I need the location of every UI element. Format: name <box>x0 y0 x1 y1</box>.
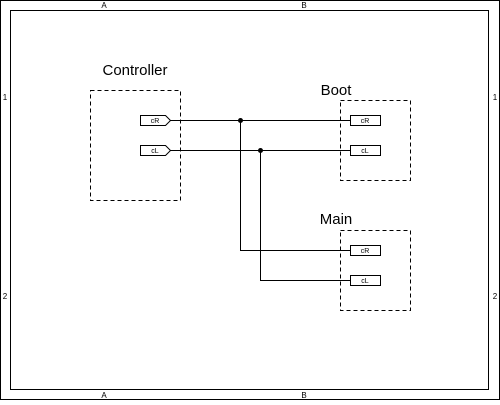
port-label: cL <box>151 148 159 155</box>
controller-port-cr[interactable]: cR <box>140 115 172 126</box>
port-output-arrow-icon <box>140 145 172 156</box>
junction-dot-icon <box>238 118 243 123</box>
frame-col-label-bottom-b: B <box>301 391 306 400</box>
controller-boundary <box>90 90 181 201</box>
wire-segment <box>240 120 351 251</box>
boot-port-cr[interactable]: cR <box>350 115 381 126</box>
main-boundary <box>340 230 411 311</box>
frame-row-label-left-2: 2 <box>3 292 8 301</box>
port-label: cR <box>361 248 370 255</box>
controller-title: Controller <box>102 62 167 79</box>
port-output-arrow-icon <box>140 115 172 126</box>
frame-row-label-left-1: 1 <box>3 93 8 102</box>
main-block[interactable]: Main cR cL <box>320 211 411 311</box>
port-label: cL <box>361 278 369 285</box>
main-port-cr[interactable]: cR <box>350 245 381 256</box>
main-title: Main <box>320 211 353 228</box>
controller-port-cl[interactable]: cL <box>140 145 172 156</box>
controller-block[interactable]: Controller cR cL <box>90 62 181 201</box>
port-label: cL <box>361 148 369 155</box>
inner-frame <box>10 10 489 390</box>
frame-row-label-right-1: 1 <box>493 93 498 102</box>
port-label: cR <box>151 118 160 125</box>
boot-title: Boot <box>321 82 353 99</box>
frame-col-label-top-a: A <box>101 1 107 10</box>
frame-col-label-top-b: B <box>301 1 306 10</box>
net-cl[interactable] <box>170 148 351 281</box>
frame-col-label-bottom-a: A <box>101 391 107 400</box>
frame-row-label-right-2: 2 <box>493 292 498 301</box>
boot-port-cl[interactable]: cL <box>350 145 381 156</box>
main-port-cl[interactable]: cL <box>350 275 381 286</box>
wire-segment <box>260 150 351 281</box>
boot-block[interactable]: Boot cR cL <box>321 82 411 181</box>
boot-boundary <box>340 100 411 181</box>
port-label: cR <box>361 118 370 125</box>
junction-dot-icon <box>258 148 263 153</box>
net-cr[interactable] <box>170 118 351 251</box>
